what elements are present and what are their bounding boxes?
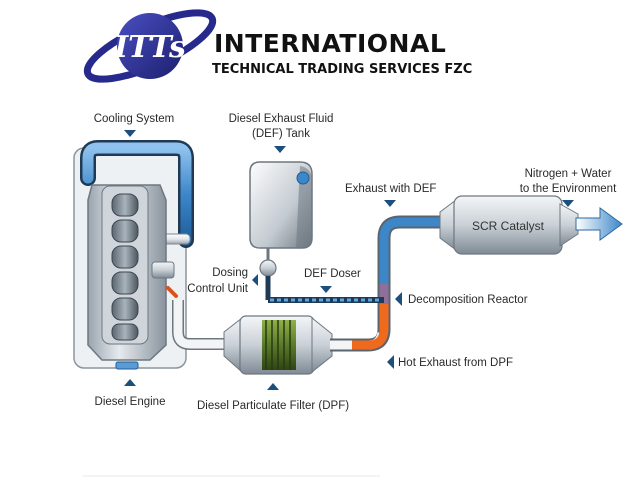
logo-globe — [117, 13, 183, 79]
exhaust-manifold — [151, 261, 175, 279]
marker-output — [562, 200, 574, 207]
def-pipe-blue — [379, 217, 444, 284]
marker-decomposition — [395, 292, 402, 306]
company-name: INTERNATIONAL — [214, 29, 446, 58]
label-markers — [124, 130, 574, 390]
cylinder — [111, 297, 139, 321]
label-dosing-line1: Dosing — [212, 267, 248, 279]
coolant-loop-fill — [82, 142, 192, 246]
output-arrow — [575, 207, 623, 241]
marker-def-tank — [274, 146, 286, 153]
diagram-labels: Cooling System Diesel Exhaust Fluid (DEF… — [94, 113, 617, 412]
diesel-engine — [87, 184, 178, 370]
label-def-tank-line1: Diesel Exhaust Fluid — [229, 113, 334, 125]
engine-cylinders — [111, 193, 139, 341]
label-decomposition-reactor: Decomposition Reactor — [408, 294, 528, 306]
dpf-core — [262, 320, 296, 370]
label-def-doser: DEF Doser — [304, 268, 361, 280]
output-arrow-shape — [575, 207, 623, 241]
exhaust-pipe-dpf-to-scr — [330, 215, 444, 352]
temperature-sensor — [166, 286, 178, 298]
marker-dpf — [267, 383, 279, 390]
logo-mark: ITTs — [113, 30, 186, 65]
label-def-tank-line2: (DEF) Tank — [252, 128, 310, 140]
label-exhaust-with-def: Exhaust with DEF — [345, 183, 436, 195]
label-dpf: Diesel Particulate Filter (DPF) — [197, 400, 349, 412]
marker-cooling-system — [124, 130, 136, 137]
label-cooling-system: Cooling System — [94, 113, 175, 125]
scr-cone-right — [559, 203, 579, 247]
scr-catalyst: SCR Catalyst — [439, 195, 579, 255]
dosing-control-unit — [259, 259, 384, 303]
marker-diesel-engine — [124, 379, 136, 386]
label-output-line2: to the Environment — [520, 183, 617, 195]
dpf-core-lines — [265, 320, 291, 370]
oil-pan — [115, 361, 139, 370]
exhaust-pipe-body — [173, 300, 232, 349]
dpf-cone-right — [311, 316, 333, 374]
dosing-pump — [259, 259, 277, 277]
def-tank-cap — [296, 171, 310, 185]
marker-exhaust-with-def — [384, 200, 396, 207]
company-tagline: TECHNICAL TRADING SERVICES FZC — [212, 62, 472, 77]
marker-hot-exhaust — [387, 355, 394, 369]
marker-dosing-unit — [252, 274, 258, 286]
exhaust-pipe-engine — [172, 300, 232, 350]
cylinder — [111, 271, 139, 295]
dpf-cone-left — [223, 316, 243, 374]
label-dosing-line2: Control Unit — [187, 283, 249, 295]
cylinder — [111, 323, 139, 341]
cylinder — [111, 245, 139, 269]
cylinder — [111, 219, 139, 243]
dpf-unit — [223, 315, 333, 375]
label-output-line1: Nitrogen + Water — [525, 168, 612, 180]
marker-def-doser — [320, 286, 332, 293]
company-logo: ITTs INTERNATIONAL TECHNICAL TRADING SER… — [83, 9, 472, 83]
cylinder — [111, 193, 139, 217]
def-tank — [249, 161, 313, 260]
label-diesel-engine: Diesel Engine — [95, 396, 166, 408]
scr-catalyst-label: SCR Catalyst — [472, 219, 545, 233]
hot-pipe-orange — [352, 300, 389, 350]
def-tank-shade — [296, 166, 312, 248]
label-hot-exhaust: Hot Exhaust from DPF — [398, 357, 513, 369]
